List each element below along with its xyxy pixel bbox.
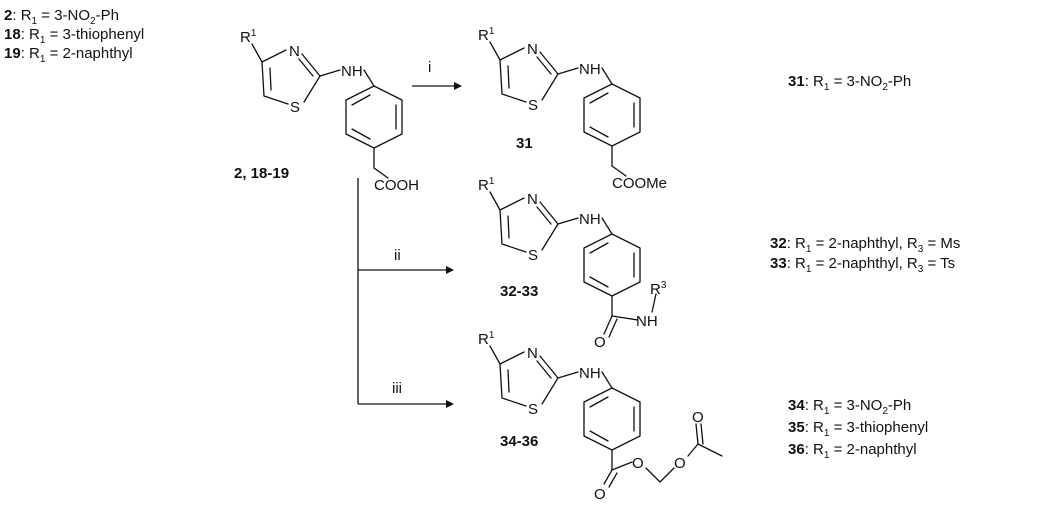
p34-o1: O xyxy=(594,486,606,503)
p32-nh: NH xyxy=(579,211,601,228)
product-31: R1 N S NH COOMe 31 xyxy=(478,26,667,192)
p32-label: 32-33 xyxy=(500,283,538,300)
p34-o2: O xyxy=(632,455,644,472)
p32-n: N xyxy=(527,191,538,208)
product-34-36: R1 N S NH O O O O 34-36 xyxy=(478,330,723,503)
arrow-iii-head xyxy=(446,400,454,408)
arrow-i-head xyxy=(454,82,462,90)
p31-s: S xyxy=(528,97,538,114)
product-r-definitions: 31: R1 = 3-NO2-Ph 32: R1 = 2-naphthyl, R… xyxy=(770,73,960,461)
sm-r-line-19: 19: R1 = 2-naphthyl xyxy=(4,45,133,65)
reaction-arrows: i ii iii xyxy=(357,59,462,408)
condition-iii: iii xyxy=(392,380,402,397)
sm-s: S xyxy=(290,99,300,116)
p32-s: S xyxy=(528,247,538,264)
sm-substituent-list: 2: R1 = 3-NO2-Ph 18: R1 = 3-thiophenyl 1… xyxy=(4,7,144,65)
p32-r1: R1 xyxy=(478,176,495,194)
starting-material: R1 N S NH COOH 2, 18-19 xyxy=(234,28,419,194)
r-def-35: 35: R1 = 3-thiophenyl xyxy=(788,419,928,439)
p31-label: 31 xyxy=(516,135,533,152)
arrow-ii-head xyxy=(446,266,454,274)
r-def-32: 32: R1 = 2-naphthyl, R3 = Ms xyxy=(770,235,960,255)
p34-label: 34-36 xyxy=(500,433,538,450)
sm-r-line-18: 18: R1 = 3-thiophenyl xyxy=(4,26,144,46)
p31-n: N xyxy=(527,41,538,58)
r-def-36: 36: R1 = 2-naphthyl xyxy=(788,441,917,461)
condition-i: i xyxy=(428,59,431,76)
p31-nh: NH xyxy=(579,61,601,78)
p31-r1: R1 xyxy=(478,26,495,44)
p32-amide-nh: NH xyxy=(636,313,658,330)
product-32-33: R1 N S NH NH R3 O 32-33 xyxy=(478,176,667,351)
r-def-34: 34: R1 = 3-NO2-Ph xyxy=(788,397,911,417)
r-def-31: 31: R1 = 3-NO2-Ph xyxy=(788,73,911,93)
p32-r3: R3 xyxy=(650,280,667,298)
sm-cooh: COOH xyxy=(374,177,419,194)
p34-r1: R1 xyxy=(478,330,495,348)
p34-n: N xyxy=(527,345,538,362)
sm-r1: R1 xyxy=(240,28,257,46)
condition-ii: ii xyxy=(394,247,401,264)
sm-r-line-2: 2: R1 = 3-NO2-Ph xyxy=(4,7,119,27)
sm-nh: NH xyxy=(341,63,363,80)
sm-n: N xyxy=(289,43,300,60)
p34-o4: O xyxy=(692,409,704,426)
p34-nh: NH xyxy=(579,365,601,382)
r-def-33: 33: R1 = 2-naphthyl, R3 = Ts xyxy=(770,255,955,275)
p31-coome: COOMe xyxy=(612,175,667,192)
p34-o3: O xyxy=(674,455,686,472)
p34-s: S xyxy=(528,401,538,418)
sm-label: 2, 18-19 xyxy=(234,165,289,182)
p32-o: O xyxy=(594,334,606,351)
